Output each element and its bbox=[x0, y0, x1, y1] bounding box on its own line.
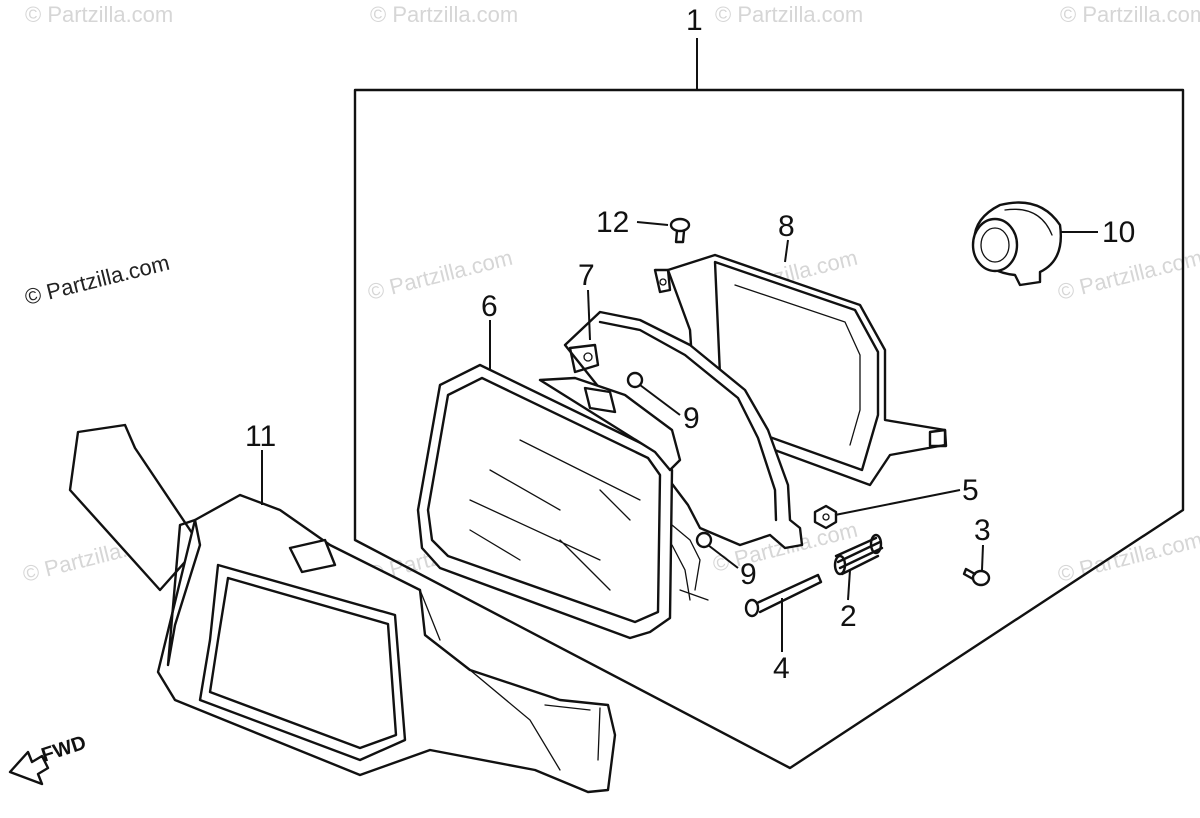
nut bbox=[813, 504, 838, 530]
callout-8: 8 bbox=[778, 210, 795, 243]
assembly-outline bbox=[353, 38, 1185, 770]
callout-6: 6 bbox=[481, 290, 498, 323]
callout-7: 7 bbox=[578, 259, 595, 292]
watermark: © Partzilla.com bbox=[1060, 2, 1200, 27]
callout-9-lower: 9 bbox=[740, 558, 757, 591]
fwd-arrow: FWD bbox=[8, 732, 89, 786]
fwd-label: FWD bbox=[39, 732, 89, 767]
watermark: © Partzilla.com bbox=[25, 2, 173, 27]
bolt bbox=[669, 217, 691, 244]
callout-3: 3 bbox=[974, 514, 991, 547]
leader-lines bbox=[261, 221, 1098, 652]
headlight-rim bbox=[563, 310, 804, 550]
callout-2: 2 bbox=[840, 600, 857, 633]
callout-11: 11 bbox=[245, 420, 276, 453]
callout-4: 4 bbox=[773, 652, 790, 685]
watermark: © Partzilla.com bbox=[1055, 245, 1200, 305]
watermark: © Partzilla.com bbox=[1055, 527, 1200, 587]
headlight-cover bbox=[68, 423, 617, 794]
watermark: © Partzilla.com bbox=[715, 2, 863, 27]
spring bbox=[833, 533, 884, 576]
adjusting-screw bbox=[744, 573, 823, 618]
watermark: © Partzilla.com bbox=[370, 2, 518, 27]
screw bbox=[962, 567, 991, 587]
callout-9: 9 bbox=[683, 402, 700, 435]
fwd-arrow-icon bbox=[8, 750, 50, 786]
dust-cover bbox=[971, 201, 1062, 287]
callout-1: 1 bbox=[686, 4, 703, 37]
callout-12: 12 bbox=[596, 206, 629, 239]
headlight-unit bbox=[416, 363, 709, 640]
callout-5: 5 bbox=[962, 474, 979, 507]
callout-10: 10 bbox=[1102, 216, 1135, 249]
callouts: 1 2 3 4 5 6 7 8 9 9 10 11 12 bbox=[245, 4, 1135, 685]
partzilla-credit: © Partzilla.com bbox=[22, 250, 172, 310]
